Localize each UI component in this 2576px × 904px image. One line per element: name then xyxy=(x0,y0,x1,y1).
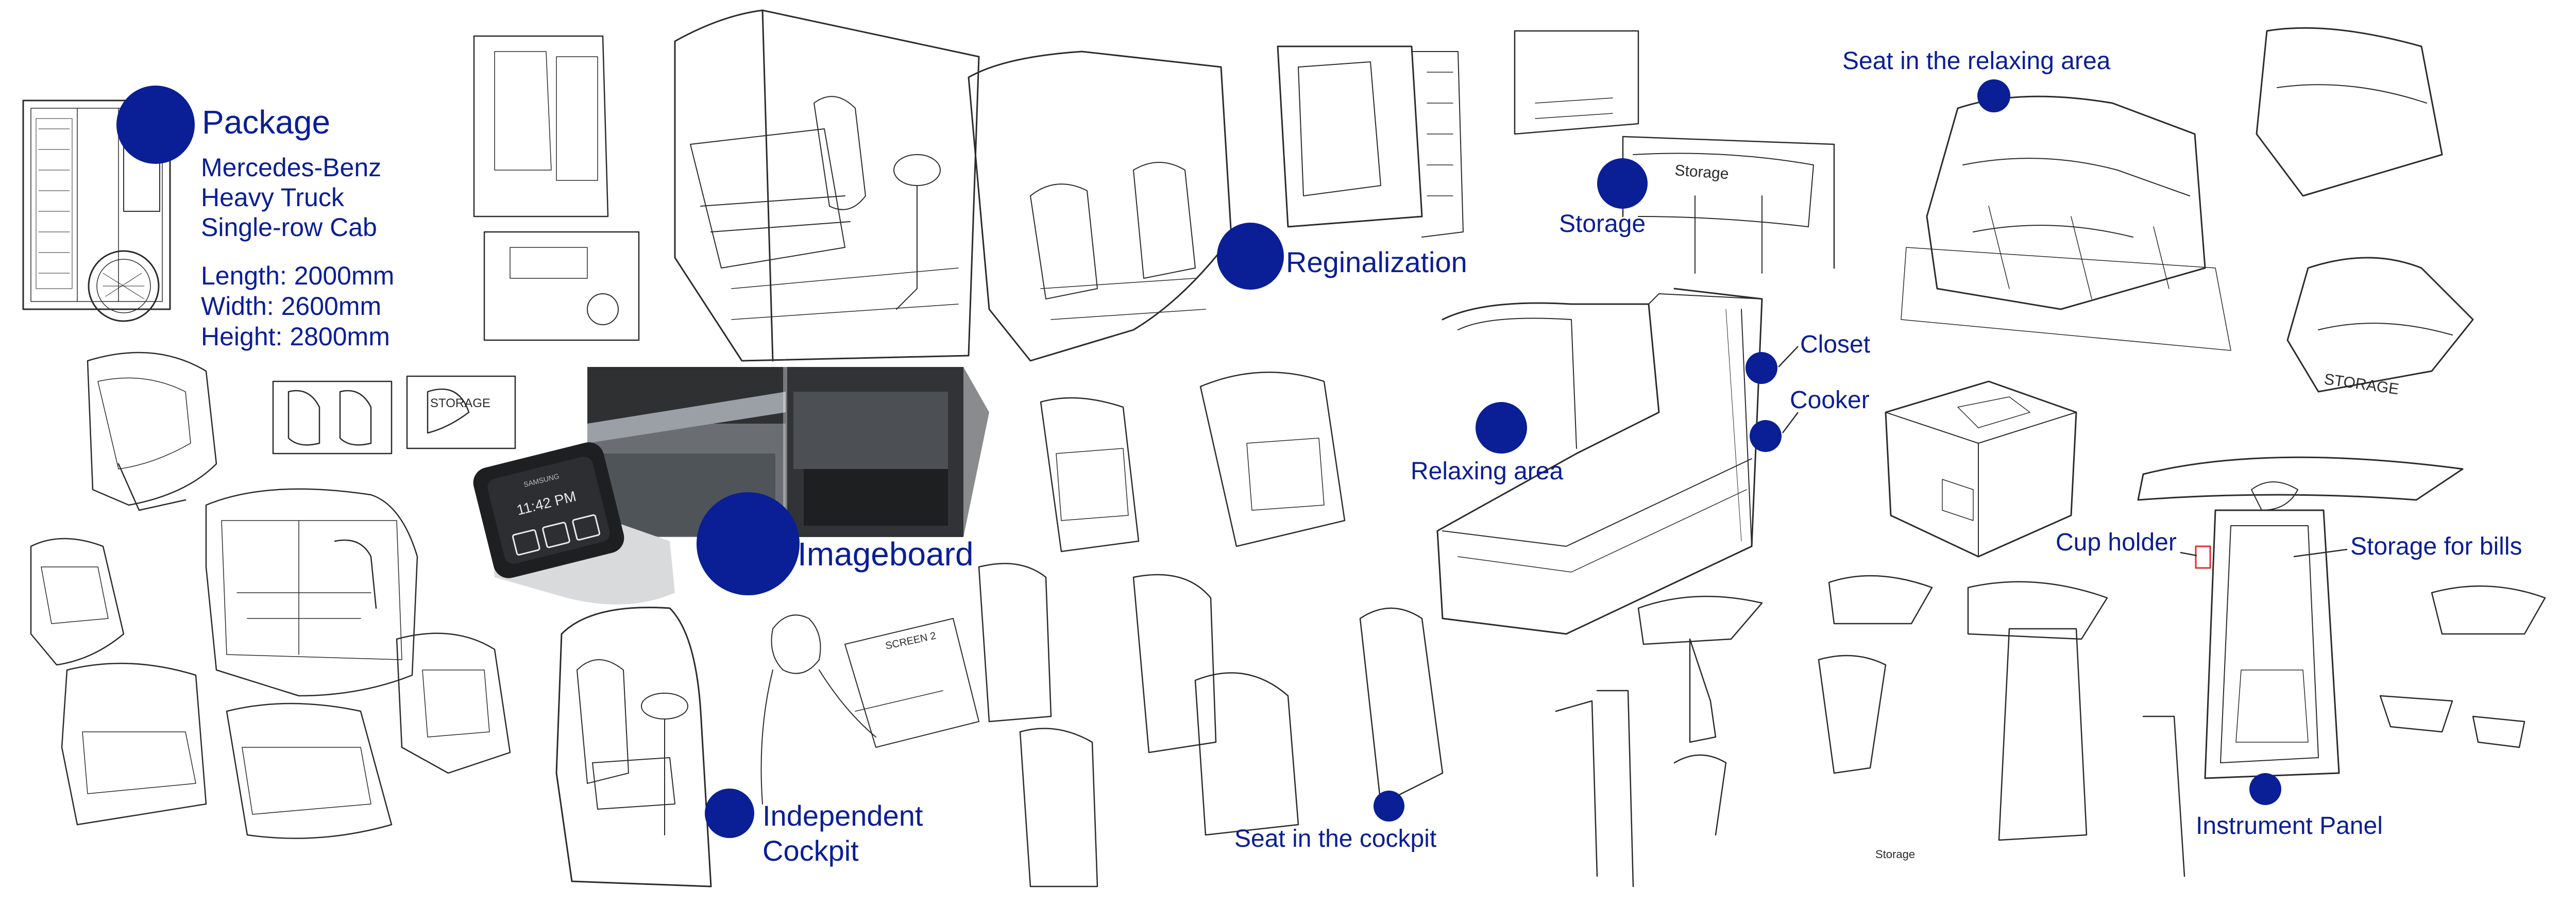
sketch-note-storage-3: Storage xyxy=(1875,848,1915,861)
label-closet: Closet xyxy=(1800,331,1871,358)
dot-closet xyxy=(1745,352,1777,384)
cab-seat-sketches xyxy=(30,351,516,839)
package-line-2: Heavy Truck xyxy=(201,183,344,212)
label-reginalization: Reginalization xyxy=(1286,246,1467,278)
label-instrument-panel: Instrument Panel xyxy=(2196,812,2383,840)
label-cockpit-1: Independent xyxy=(762,799,923,832)
label-relaxing-area: Relaxing area xyxy=(1411,458,1564,485)
cab-perspective-sketch xyxy=(674,9,980,362)
smartwatch-image: 11:42 PM SAMSUNG xyxy=(473,442,675,605)
seats-sketch-reginalization xyxy=(968,45,1464,362)
label-imageboard: Imageboard xyxy=(798,535,974,573)
dot-cooker xyxy=(1750,420,1782,452)
package-title: Package xyxy=(202,104,331,141)
relaxing-seat-sketch xyxy=(1901,27,2474,393)
label-cooker: Cooker xyxy=(1790,387,1870,414)
dot-cockpit xyxy=(705,789,754,838)
storage-box-sketch xyxy=(1885,380,2077,558)
package-line-3: Single-row Cab xyxy=(201,213,377,242)
dot-seat-relaxing xyxy=(1977,79,2010,112)
sketch-note-storage-2: STORAGE xyxy=(2323,371,2400,398)
sketch-note-storage-1: Storage xyxy=(1674,162,1730,182)
package-line-1: Mercedes-Benz xyxy=(201,153,382,182)
package-length: Length: 2000mm xyxy=(201,261,395,290)
imageboard-photos xyxy=(587,367,989,537)
dot-imageboard xyxy=(697,492,800,595)
label-storage-bills: Storage for bills xyxy=(2350,533,2522,560)
dot-storage xyxy=(1597,158,1648,209)
sketch-note-storage-4: STORAGE xyxy=(430,396,490,410)
cockpit-sketch xyxy=(555,607,712,888)
label-cockpit-2: Cockpit xyxy=(762,834,859,867)
instrument-panel-sketch xyxy=(2137,456,2464,779)
package-width: Width: 2600mm xyxy=(201,292,382,321)
dot-relaxing-area xyxy=(1476,402,1527,454)
dot-instrument-panel xyxy=(2249,773,2281,805)
label-seat-cockpit: Seat in the cockpit xyxy=(1234,825,1437,852)
label-cup-holder: Cup holder xyxy=(2056,529,2177,556)
package-height: Height: 2800mm xyxy=(201,322,390,351)
cab-top-sketches xyxy=(473,35,640,341)
dashboard-variants-sketch xyxy=(1555,575,2546,888)
seat-variants-sketch xyxy=(978,371,1444,888)
relaxing-area-sketch xyxy=(1436,288,1763,635)
label-storage: Storage xyxy=(1559,210,1646,238)
dot-package xyxy=(116,86,195,164)
dot-seat-cockpit xyxy=(1374,791,1404,822)
label-seat-relaxing: Seat in the relaxing area xyxy=(1842,47,2111,75)
person-drawing-sketch xyxy=(760,614,979,805)
dot-reginalization xyxy=(1217,223,1284,290)
